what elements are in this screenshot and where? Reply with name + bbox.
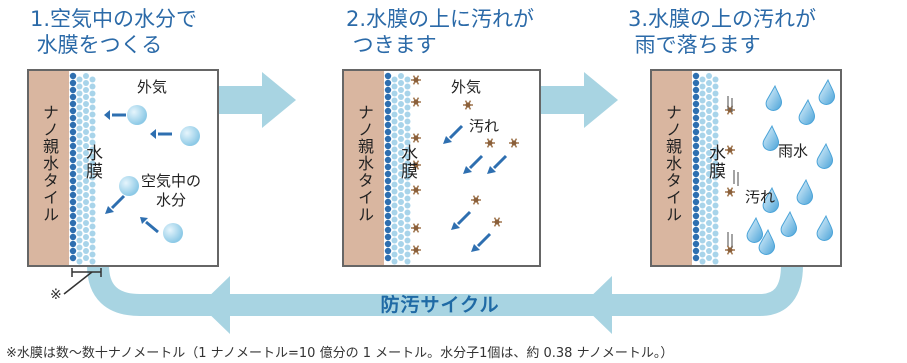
dirt-particle: [411, 185, 421, 195]
footnote: ※水膜は数〜数十ナノメートル（1 ナノメートル=10 億分の 1 メートル。水分…: [6, 346, 674, 361]
panel-1: [27, 69, 219, 295]
outside-air-label-2: 外気: [451, 78, 482, 96]
dirt-particle: [411, 223, 421, 233]
rain-drop: [816, 142, 833, 169]
nano-tile-label-2: ナノ親水タイル: [355, 104, 374, 223]
rainwater-label: 雨水: [778, 142, 809, 160]
outside-air-label-1: 外気: [137, 78, 168, 96]
scale-bracket: [63, 268, 102, 295]
water-film: [69, 72, 96, 265]
cycle-label: 防汚サイクル: [380, 294, 500, 316]
cycle-band: [87, 264, 803, 334]
step2-title: 2.水膜の上に汚れが つきます: [346, 7, 535, 57]
moisture-label: 空気中の 水分: [141, 172, 202, 209]
dirt-particle: [725, 187, 735, 197]
rain-drop: [762, 124, 779, 151]
water-film-label-3: 水膜: [705, 144, 725, 180]
dirt-label-2: 汚れ: [469, 117, 500, 135]
rain-drop: [746, 216, 763, 243]
rain-drop: [765, 84, 782, 111]
dirt-particle: [411, 245, 421, 255]
rain-drop: [798, 98, 815, 125]
nano-tile-label-3: ナノ親水タイル: [663, 104, 682, 223]
dirt-particle: [725, 245, 735, 255]
asterisk-mark: ※: [50, 287, 62, 303]
arrow-1-to-2: [218, 72, 296, 128]
rain-drop: [816, 214, 833, 241]
step1-title: 1.空気中の水分で 水膜をつくる: [30, 7, 198, 57]
dirt-particle: [463, 100, 473, 110]
rain-drop: [780, 210, 797, 237]
dirt-particle: [411, 160, 421, 170]
rain-drop: [796, 178, 813, 205]
dirt-label-3: 汚れ: [745, 188, 776, 206]
rain-drop: [762, 186, 779, 213]
dirt-particle: [485, 138, 495, 148]
water-film-label-1: 水膜: [82, 144, 102, 180]
arrow-2-to-3: [540, 72, 618, 128]
water-film: [692, 72, 719, 265]
water-film-label-2: 水膜: [397, 144, 417, 180]
dirt-particle: [411, 75, 421, 85]
dirt-particle: [509, 138, 519, 148]
nano-tile-label-1: ナノ親水タイル: [40, 104, 59, 223]
step3-title: 3.水膜の上の汚れが 雨で落ちます: [628, 7, 817, 57]
dirt-particle: [492, 217, 502, 227]
dirt-particle: [725, 145, 735, 155]
panel-3: [650, 69, 842, 267]
dirt-particle: [411, 97, 421, 107]
cycle-arrowhead-left: [200, 276, 230, 334]
rain-drop: [758, 228, 775, 255]
dirt-particle: [471, 195, 481, 205]
dirt-particle: [411, 133, 421, 143]
water-film: [384, 72, 411, 265]
panel-2: [342, 69, 541, 267]
rain-drop: [818, 78, 835, 105]
